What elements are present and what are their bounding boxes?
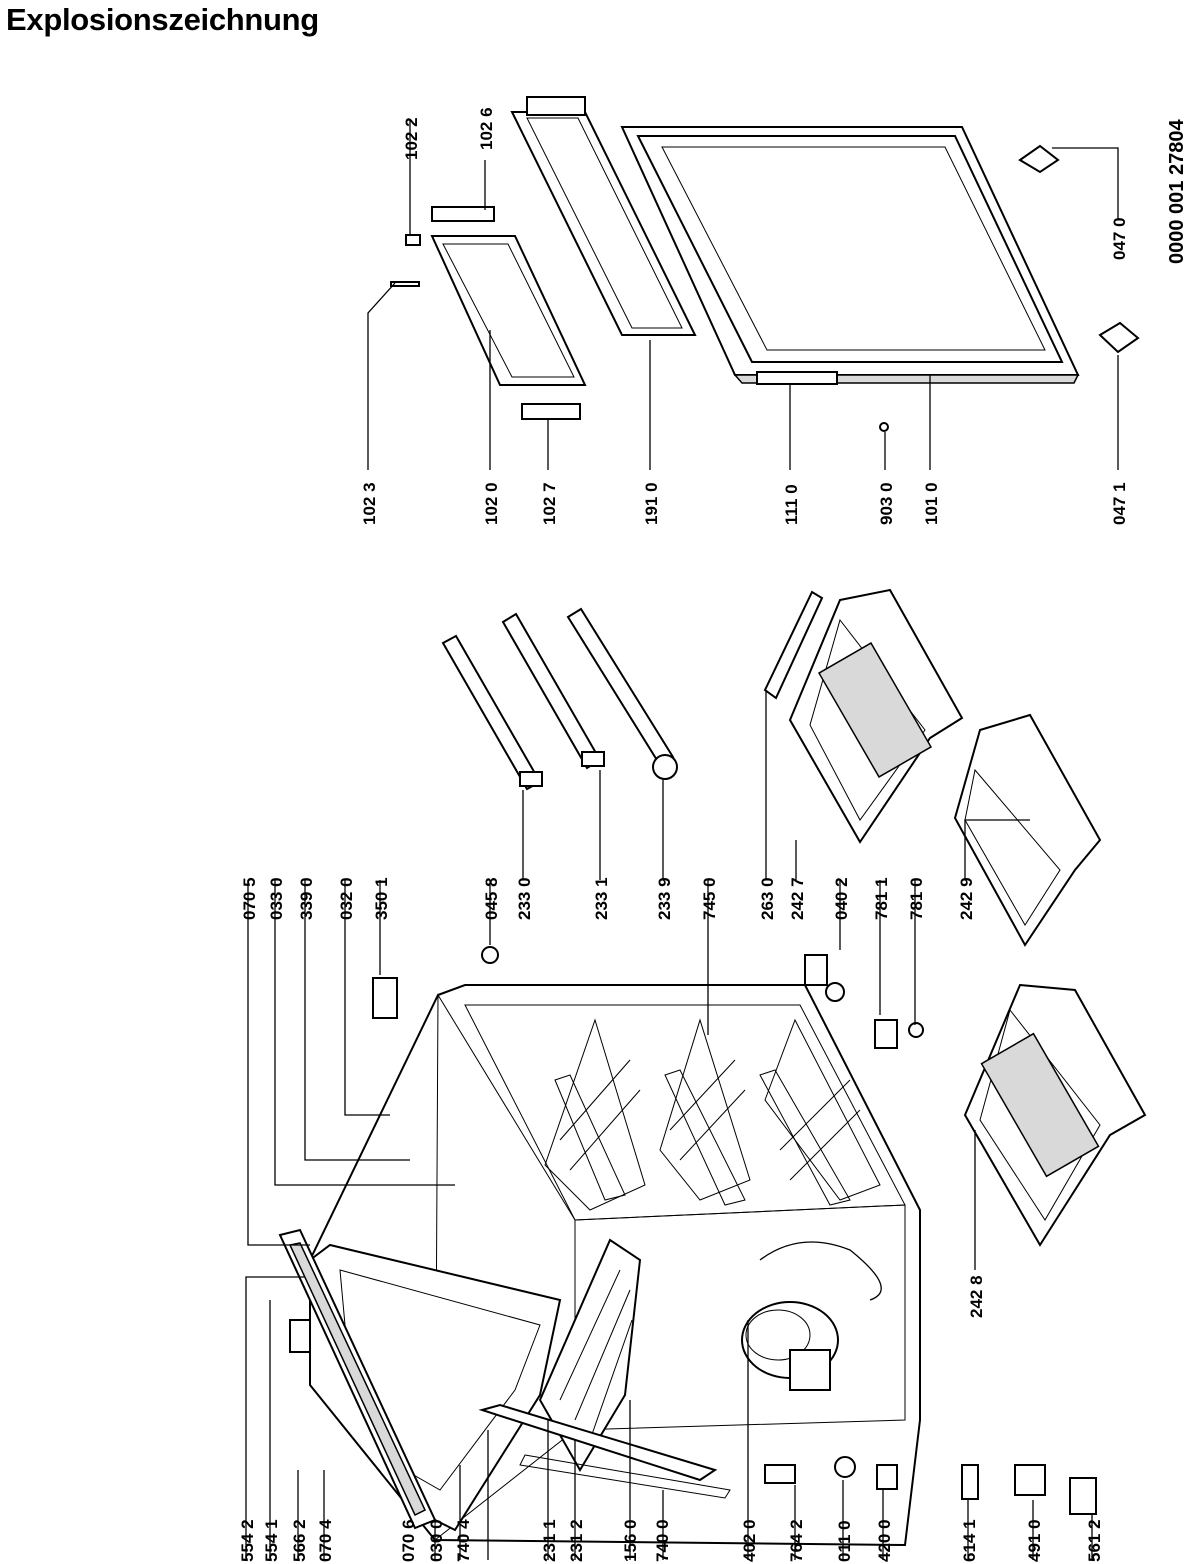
trim-strip	[390, 281, 420, 287]
drawer-242-9	[953, 713, 1102, 947]
foot-047-1	[1098, 321, 1140, 354]
part-label: 231 1	[540, 1519, 559, 1562]
part-label: 350 1	[372, 877, 391, 920]
foot-047-0	[1018, 144, 1060, 174]
part-label: 070 6	[399, 1519, 418, 1562]
part-label: 102 0	[482, 482, 501, 525]
part-label: 745 0	[700, 877, 719, 920]
part-label: 156 0	[621, 1519, 640, 1562]
part-label: 566 2	[290, 1519, 309, 1562]
part-label: 242 9	[957, 877, 976, 920]
part-label: 101 0	[922, 482, 941, 525]
part-label: 233 9	[655, 877, 674, 920]
door-gasket	[510, 96, 697, 336]
part-label: 740 4	[454, 1519, 473, 1562]
part-label: 781 1	[872, 877, 891, 920]
drawer-242-7	[788, 588, 964, 844]
document-number: 0000 001 27804	[1166, 119, 1185, 264]
part-label: 032 0	[337, 877, 356, 920]
part-label: 040 2	[832, 877, 851, 920]
part-label: 242 8	[967, 1275, 986, 1318]
part-label: 047 0	[1110, 217, 1129, 260]
part-label: 111 0	[782, 484, 801, 525]
leader-lines	[245, 120, 1119, 1560]
part-label: 554 1	[262, 1519, 281, 1562]
part-label: 070 5	[240, 877, 259, 920]
evaporator	[538, 1238, 642, 1472]
shelf-rails	[441, 607, 678, 791]
door-shelf	[430, 206, 587, 420]
part-label: 233 0	[515, 877, 534, 920]
part-label: 554 2	[238, 1519, 257, 1562]
wire-grids	[544, 1018, 881, 1211]
base-cover	[478, 1403, 796, 1499]
part-label: 102 3	[360, 482, 379, 525]
part-label: 233 1	[592, 877, 611, 920]
part-label: 903 0	[877, 482, 896, 525]
part-label: 070 4	[316, 1519, 335, 1562]
rail-263	[763, 590, 824, 700]
part-label: 339 0	[297, 877, 316, 920]
page-title: Explosionszeichnung	[6, 2, 319, 37]
labels-middle: 070 5 033 0 339 0 032 0 350 1 045 8 233 0 233 1…	[0, 0, 986, 1318]
part-label: 033 0	[267, 877, 286, 920]
part-label: 764 2	[787, 1519, 806, 1562]
part-label: 614 1	[960, 1519, 979, 1562]
part-label: 740 0	[653, 1519, 672, 1562]
part-label: 561 2	[1085, 1519, 1104, 1562]
door-assembly	[620, 126, 1080, 385]
part-label: 102 2	[402, 117, 421, 160]
part-label: 102 7	[540, 482, 559, 525]
clip	[405, 234, 421, 246]
part-label: 242 7	[788, 877, 807, 920]
part-label: 102 6	[477, 107, 496, 150]
labels-top: 102 3 102 2 102 6 102 0 102 7 191 0 111 0 903 0…	[360, 107, 1129, 525]
front-panel	[278, 1228, 437, 1530]
part-label: 242 8	[0, 0, 43, 4]
screw-903	[879, 422, 889, 432]
part-label: 231 2	[567, 1519, 586, 1562]
part-label: 420 0	[875, 1519, 894, 1562]
part-label: 011 0	[835, 1520, 854, 1562]
part-label: 030 0	[427, 1519, 446, 1562]
part-label: 402 0	[740, 1519, 759, 1562]
part-label: 191 0	[642, 482, 661, 525]
part-label: 047 1	[1110, 482, 1129, 525]
part-label: 781 0	[907, 877, 926, 920]
compressor	[741, 1241, 882, 1391]
drawer-242-8	[963, 983, 1147, 1247]
small-parts	[372, 946, 1097, 1515]
labels-bottom: 554 2 554 1 566 2 070 4 070 6 030 0 740 4 231 1…	[238, 1519, 1104, 1562]
part-label: 263 0	[758, 877, 777, 920]
part-label: 045 8	[482, 877, 501, 920]
part-label: 491 0	[1025, 1519, 1044, 1562]
